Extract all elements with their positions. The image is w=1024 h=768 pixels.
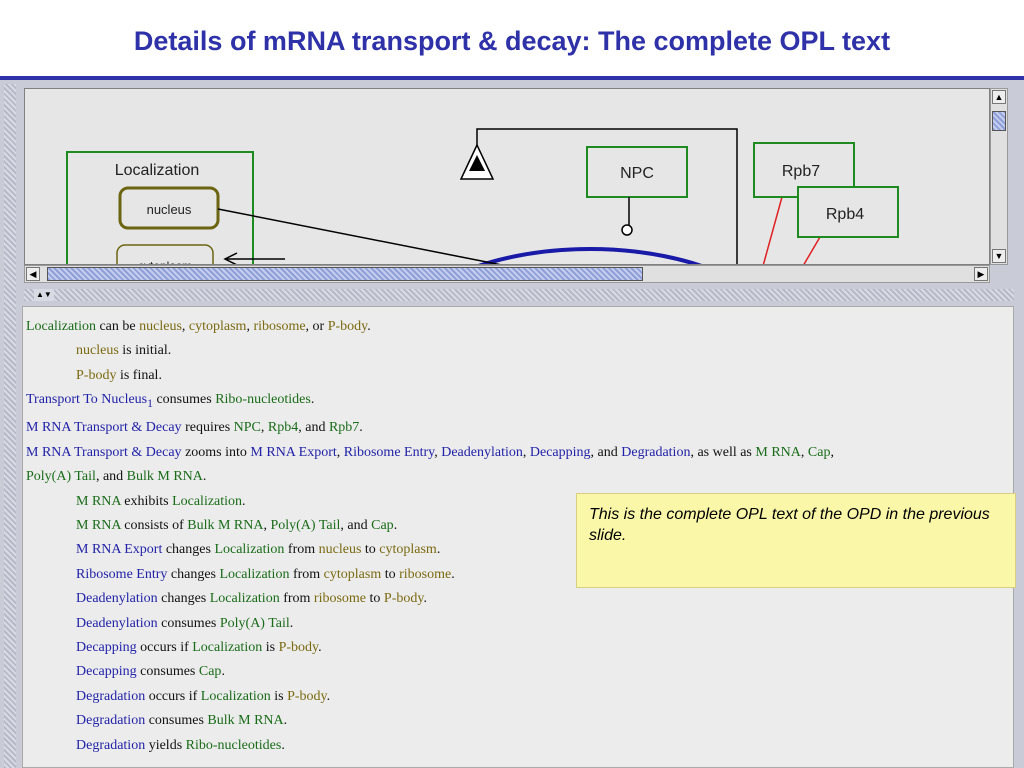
opl-line: Ribosome Entry changes Localization from… bbox=[76, 566, 455, 582]
vertical-scroll-thumb[interactable] bbox=[992, 111, 1006, 131]
opd-diagram-canvas[interactable]: Localization nucleus cytoplasm NPC Rpb7 … bbox=[24, 88, 990, 265]
instrument-circle-icon bbox=[621, 224, 633, 236]
nucleus-state[interactable] bbox=[118, 186, 220, 230]
rpb7-label: Rpb7 bbox=[782, 163, 820, 180]
aggregation-triangle-fill-icon bbox=[469, 155, 485, 171]
scroll-down-button[interactable]: ▼ bbox=[992, 249, 1006, 263]
opl-line: M RNA Transport & Decay zooms into M RNA… bbox=[26, 444, 834, 460]
rpb4-link bbox=[803, 236, 821, 264]
scroll-up-button[interactable]: ▲ bbox=[992, 90, 1006, 104]
opl-line: M RNA Export changes Localization from n… bbox=[76, 542, 441, 558]
cytoplasm-state-label: cytoplasm bbox=[138, 259, 192, 265]
opl-line: Deadenylation changes Localization from … bbox=[76, 591, 427, 607]
opd-diagram: Localization nucleus cytoplasm NPC Rpb7 … bbox=[66, 128, 899, 265]
opl-line: Decapping occurs if Localization is P-bo… bbox=[76, 640, 322, 656]
process-ellipse-outer[interactable] bbox=[390, 247, 790, 265]
opl-line: Transport To Nucleus1 consumes Ribo-nucl… bbox=[26, 392, 315, 411]
opl-line: Degradation occurs if Localization is P-… bbox=[76, 688, 331, 704]
nucleus-state-label: nucleus bbox=[147, 202, 192, 217]
slide-title: Details of mRNA transport & decay: The c… bbox=[133, 26, 891, 56]
npc-label: NPC bbox=[620, 165, 654, 182]
opl-line: Localization can be nucleus, cytoplasm, … bbox=[26, 319, 371, 334]
cytoplasm-state[interactable] bbox=[116, 244, 214, 265]
diagram-horizontal-scrollbar[interactable]: ◀ ▶ bbox=[24, 265, 990, 283]
effect-link-nucleus bbox=[217, 208, 501, 264]
rpb4-object[interactable] bbox=[797, 186, 899, 238]
splitter-arrows-icon[interactable]: ▲▼ bbox=[34, 289, 54, 301]
title-divider bbox=[0, 76, 1024, 80]
horizontal-scroll-thumb[interactable] bbox=[47, 267, 643, 281]
callout-note: This is the complete OPL text of the OPD… bbox=[576, 493, 1016, 588]
opl-text: Localization can be nucleus, cytoplasm, … bbox=[26, 315, 1006, 758]
left-side-panel bbox=[4, 84, 16, 768]
pane-splitter[interactable]: ▲▼ bbox=[24, 289, 1014, 301]
opl-line: Deadenylation consumes Poly(A) Tail. bbox=[76, 615, 294, 631]
arrowhead-icon bbox=[223, 252, 238, 264]
opl-line: nucleus is initial. bbox=[76, 343, 172, 359]
opl-line: Degradation consumes Bulk M RNA. bbox=[76, 713, 288, 729]
opl-line: Degradation yields Ribo-nucleotides. bbox=[76, 737, 285, 753]
scroll-left-button[interactable]: ◀ bbox=[26, 267, 40, 281]
opl-line: P-body is final. bbox=[76, 367, 162, 383]
diagram-vertical-scrollbar[interactable]: ▲ ▼ bbox=[990, 88, 1008, 265]
localization-label: Localization bbox=[115, 162, 200, 179]
opl-line: M RNA consists of Bulk M RNA, Poly(A) Ta… bbox=[76, 518, 398, 534]
scroll-right-button[interactable]: ▶ bbox=[974, 267, 988, 281]
npc-object[interactable] bbox=[586, 146, 688, 198]
opl-line: M RNA exhibits Localization. bbox=[76, 493, 246, 509]
opl-line: Decapping consumes Cap. bbox=[76, 664, 225, 680]
rpb4-label: Rpb4 bbox=[826, 206, 864, 223]
opl-line: Poly(A) Tail, and Bulk M RNA. bbox=[26, 469, 207, 485]
opl-line: M RNA Transport & Decay requires NPC, Rp… bbox=[26, 420, 363, 436]
rpb7-link bbox=[762, 196, 783, 264]
